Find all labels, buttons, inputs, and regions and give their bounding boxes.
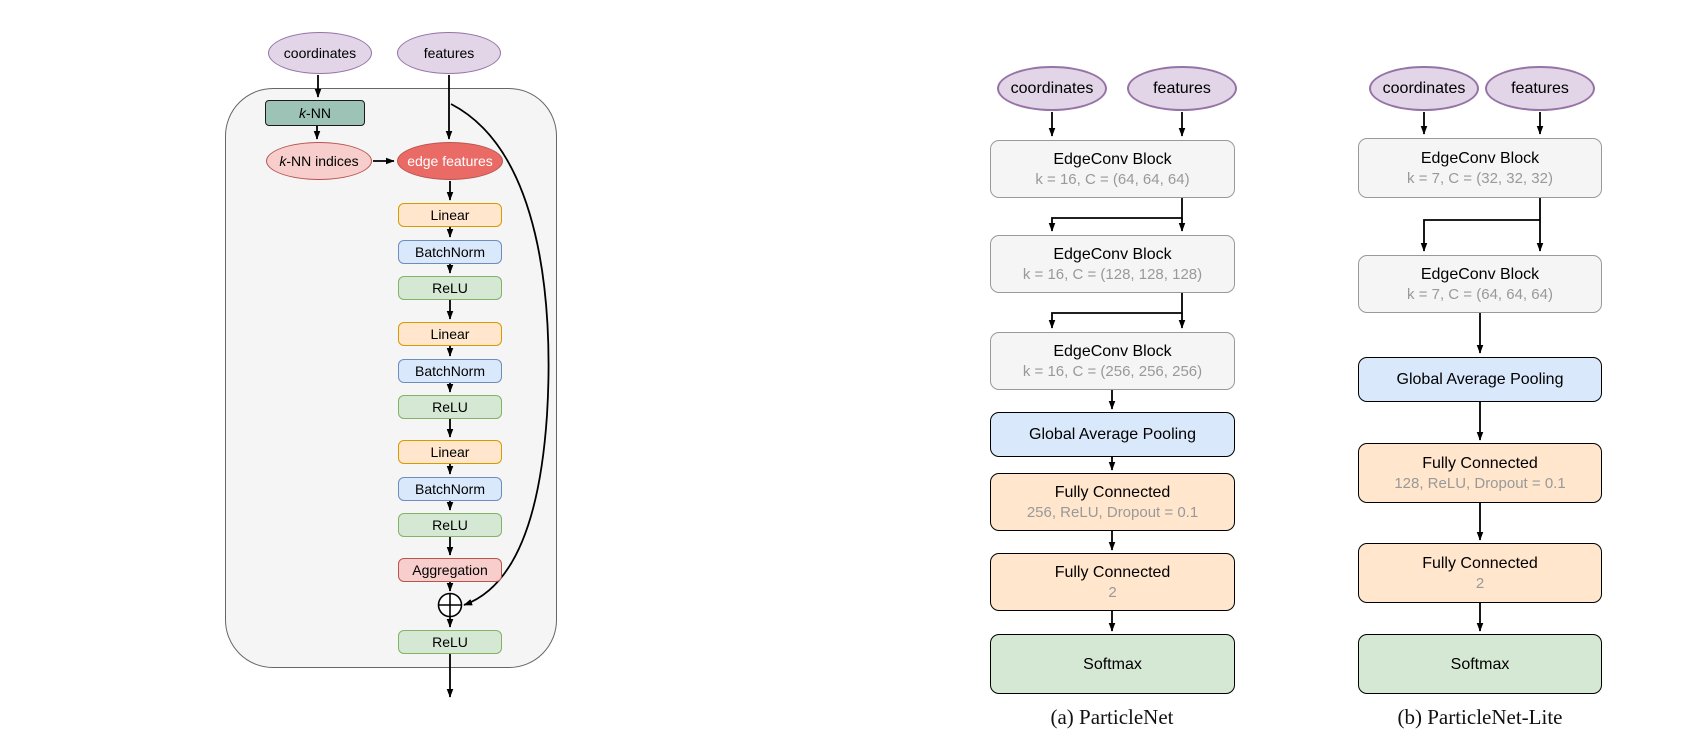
- edge-features-ellipse: edge features: [397, 142, 503, 180]
- pnl-fc1-params: 128, ReLU, Dropout = 0.1: [1394, 475, 1566, 492]
- aggregation-label: Aggregation: [412, 562, 488, 578]
- pnl-fc2-params: 2: [1475, 575, 1485, 592]
- pnl-pooling-label: Global Average Pooling: [1396, 371, 1564, 388]
- pnl-softmax-label: Softmax: [1450, 655, 1510, 673]
- pn-pooling-label: Global Average Pooling: [1029, 426, 1196, 443]
- pnl-features-label: features: [1511, 79, 1569, 97]
- relu-label-1: ReLU: [432, 280, 468, 296]
- pn-fc1-params: 256, ReLU, Dropout = 0.1: [1026, 504, 1199, 521]
- pn-softmax-label: Softmax: [1083, 655, 1142, 673]
- pn-edgeconv-title-3: EdgeConv Block: [1053, 343, 1172, 360]
- pn-edgeconv-title-1: EdgeConv Block: [1053, 151, 1172, 168]
- edge-features-label: edge features: [407, 153, 493, 169]
- linear-label-3: Linear: [430, 444, 470, 460]
- batchnorm-box-2: BatchNorm: [398, 359, 502, 383]
- features-ellipse: features: [397, 32, 501, 74]
- pnl-features-ellipse: features: [1485, 66, 1595, 111]
- relu-label-2: ReLU: [432, 399, 468, 415]
- batchnorm-label-1: BatchNorm: [414, 244, 486, 260]
- pn-fc1-title: Fully Connected: [1054, 484, 1171, 501]
- pn-edgeconv-title-2: EdgeConv Block: [1053, 246, 1172, 263]
- pn-global-average-pooling-block: Global Average Pooling: [990, 412, 1235, 457]
- pn-features-ellipse: features: [1127, 66, 1237, 111]
- caption-particlenet-lite: (b) ParticleNet-Lite: [1397, 704, 1563, 729]
- coordinates-ellipse: coordinates: [268, 32, 372, 74]
- pn-softmax-block: Softmax: [990, 634, 1235, 694]
- aggregation-box: Aggregation: [398, 558, 502, 582]
- output-relu-label: ReLU: [432, 634, 468, 650]
- knn-box: k-NN: [265, 100, 365, 126]
- coordinates-label: coordinates: [283, 45, 357, 61]
- batchnorm-label-3: BatchNorm: [414, 481, 486, 497]
- linear-label-2: Linear: [430, 326, 470, 342]
- pnl-edgeconv-title-1: EdgeConv Block: [1420, 150, 1540, 167]
- linear-box-2: Linear: [398, 322, 502, 346]
- pnl-fc2-title: Fully Connected: [1422, 555, 1538, 572]
- pn-fully-connected-block-1: Fully Connected 256, ReLU, Dropout = 0.1: [990, 473, 1235, 531]
- pnl-global-average-pooling-block: Global Average Pooling: [1358, 357, 1602, 402]
- pn-edgeconv-params-1: k = 16, C = (64, 64, 64): [1035, 171, 1190, 188]
- pn-edgeconv-params-3: k = 16, C = (256, 256, 256): [1022, 363, 1203, 380]
- relu-label-3: ReLU: [432, 517, 468, 533]
- pnl-coordinates-ellipse: coordinates: [1369, 66, 1479, 111]
- pn-coordinates-label: coordinates: [1010, 79, 1094, 97]
- caption-particlenet: (a) ParticleNet: [1050, 704, 1174, 729]
- pn-fully-connected-block-2: Fully Connected 2: [990, 553, 1235, 611]
- pnl-fully-connected-block-1: Fully Connected 128, ReLU, Dropout = 0.1: [1358, 443, 1602, 503]
- pn-edgeconv-params-2: k = 16, C = (128, 128, 128): [1022, 266, 1203, 283]
- pn-features-label: features: [1153, 79, 1211, 97]
- pnl-edgeconv-params-1: k = 7, C = (32, 32, 32): [1407, 170, 1553, 187]
- pnl-edgeconv-params-2: k = 7, C = (64, 64, 64): [1407, 286, 1553, 303]
- pn-fc2-params: 2: [1108, 584, 1117, 601]
- linear-box-1: Linear: [398, 203, 502, 227]
- pn-fc2-title: Fully Connected: [1054, 564, 1171, 581]
- knn-label: k-NN: [299, 105, 331, 121]
- pn-edgeconv-block-3: EdgeConv Block k = 16, C = (256, 256, 25…: [990, 332, 1235, 390]
- pnl-coordinates-label: coordinates: [1382, 79, 1466, 97]
- batchnorm-box-3: BatchNorm: [398, 477, 502, 501]
- pnl-fc1-title: Fully Connected: [1422, 455, 1538, 472]
- relu-box-3: ReLU: [398, 513, 502, 537]
- batchnorm-box-1: BatchNorm: [398, 240, 502, 264]
- edgeconv-detail-container: [225, 88, 557, 668]
- pn-edgeconv-block-2: EdgeConv Block k = 16, C = (128, 128, 12…: [990, 235, 1235, 293]
- batchnorm-label-2: BatchNorm: [414, 363, 486, 379]
- relu-box-1: ReLU: [398, 276, 502, 300]
- features-label: features: [423, 45, 475, 61]
- pn-coordinates-ellipse: coordinates: [997, 66, 1107, 111]
- knn-indices-label: k-NN indices: [279, 153, 359, 169]
- output-relu-box: ReLU: [398, 630, 502, 654]
- pnl-edgeconv-block-1: EdgeConv Block k = 7, C = (32, 32, 32): [1358, 138, 1602, 198]
- pnl-softmax-block: Softmax: [1358, 634, 1602, 694]
- pnl-edgeconv-title-2: EdgeConv Block: [1420, 266, 1540, 283]
- pn-edgeconv-block-1: EdgeConv Block k = 16, C = (64, 64, 64): [990, 140, 1235, 198]
- pnl-fully-connected-block-2: Fully Connected 2: [1358, 543, 1602, 603]
- knn-indices-ellipse: k-NN indices: [266, 142, 372, 180]
- linear-label-1: Linear: [430, 207, 470, 223]
- pnl-edgeconv-block-2: EdgeConv Block k = 7, C = (64, 64, 64): [1358, 255, 1602, 313]
- linear-box-3: Linear: [398, 440, 502, 464]
- relu-box-2: ReLU: [398, 395, 502, 419]
